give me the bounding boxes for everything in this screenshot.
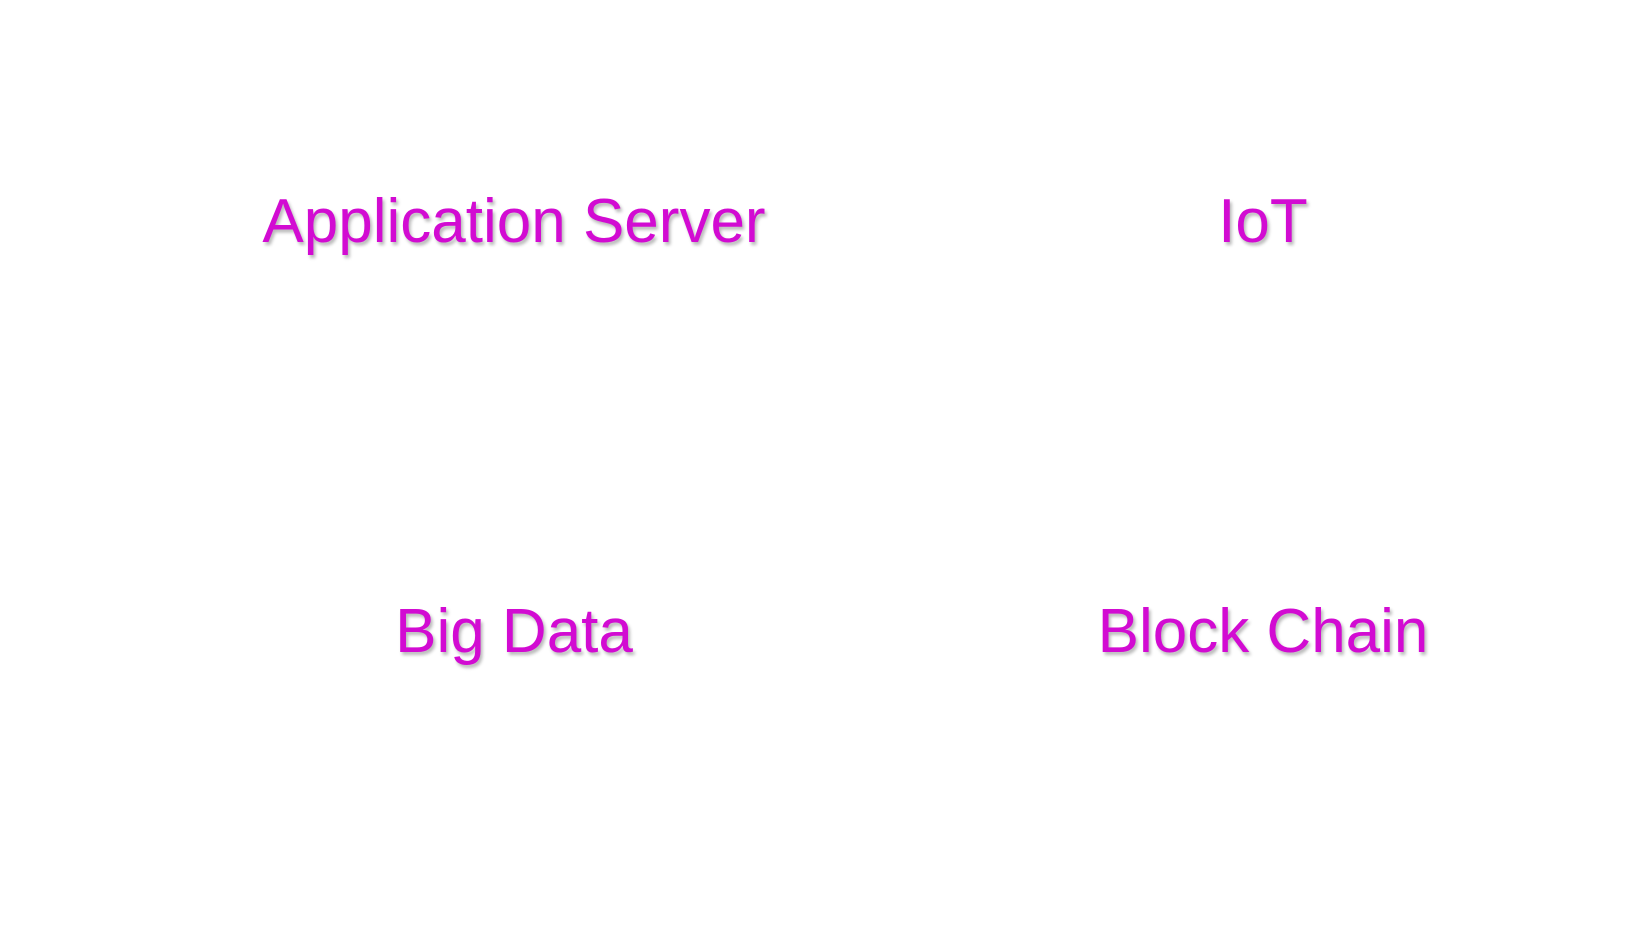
topic-block-chain: Block Chain: [1097, 597, 1429, 666]
topic-application-server: Application Server: [262, 187, 766, 256]
topic-big-data: Big Data: [395, 597, 633, 666]
topic-iot: IoT: [1218, 187, 1308, 256]
